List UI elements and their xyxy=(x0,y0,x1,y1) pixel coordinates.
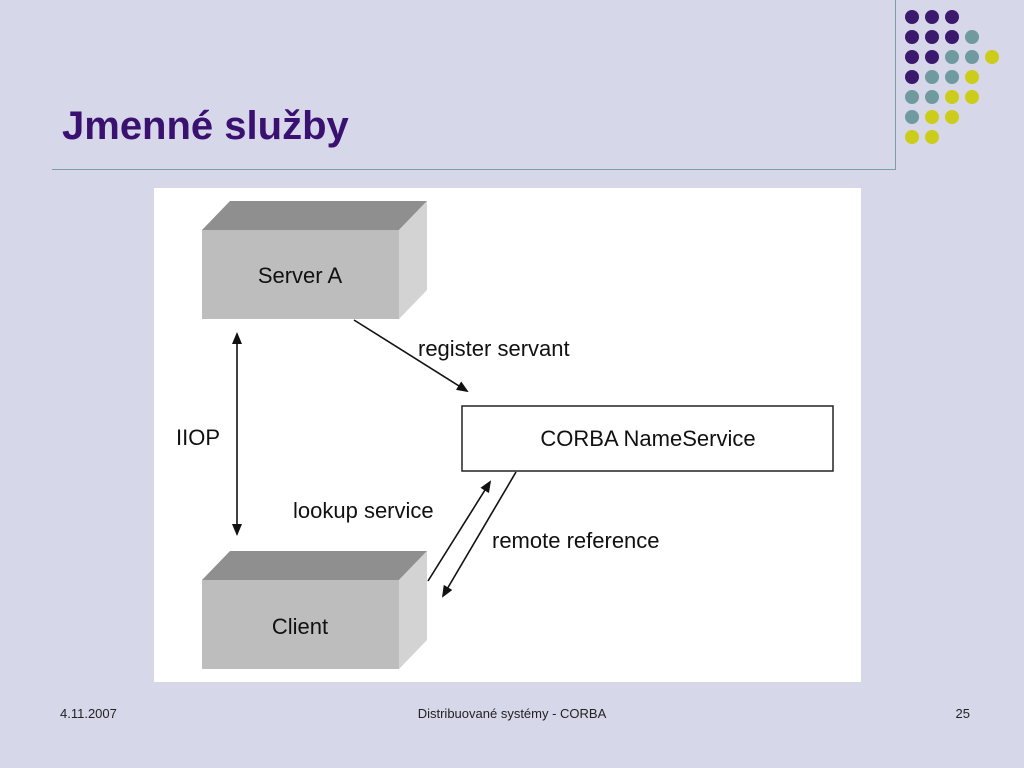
server-box-top xyxy=(202,201,427,230)
dot xyxy=(945,90,959,104)
register-servant-label: register servant xyxy=(418,336,570,361)
dot xyxy=(925,110,939,124)
server-a-label: Server A xyxy=(258,263,343,288)
header-vertical-divider xyxy=(895,0,896,170)
client-box-side xyxy=(399,551,427,669)
dot xyxy=(905,30,919,44)
server-a-box: Server A xyxy=(202,201,427,319)
register-servant-arrow xyxy=(353,319,469,393)
lookup-service-arrow xyxy=(427,480,492,582)
diagram-svg: Server A Client CORBA NameService IIOP r… xyxy=(176,201,834,669)
dot xyxy=(905,70,919,84)
nameservice-label: CORBA NameService xyxy=(540,426,755,451)
dot xyxy=(945,110,959,124)
dot xyxy=(985,50,999,64)
iiop-label: IIOP xyxy=(176,425,220,450)
dot xyxy=(925,70,939,84)
dot xyxy=(925,90,939,104)
server-box-face xyxy=(202,230,399,319)
title-divider xyxy=(52,169,896,170)
footer-date: 4.11.2007 xyxy=(60,706,117,721)
dot xyxy=(945,50,959,64)
nameservice-diagram: Server A Client CORBA NameService IIOP r… xyxy=(154,188,861,682)
decorative-dot-grid xyxy=(905,10,1015,150)
dot xyxy=(945,10,959,24)
remote-reference-label: remote reference xyxy=(492,528,660,553)
dot xyxy=(965,50,979,64)
dot xyxy=(965,70,979,84)
dot xyxy=(925,130,939,144)
remote-reference-arrow xyxy=(441,471,517,598)
lookup-service-label: lookup service xyxy=(293,498,434,523)
dot xyxy=(905,50,919,64)
client-label: Client xyxy=(272,614,328,639)
dot xyxy=(905,110,919,124)
client-box-top xyxy=(202,551,427,580)
server-box-side xyxy=(399,201,427,319)
dot xyxy=(905,10,919,24)
footer-page-number: 25 xyxy=(955,706,970,721)
dot xyxy=(905,130,919,144)
client-box: Client xyxy=(202,551,427,669)
dot xyxy=(925,10,939,24)
dot xyxy=(905,90,919,104)
slide-title: Jmenné služby xyxy=(62,104,349,148)
dot xyxy=(925,50,939,64)
client-box-face xyxy=(202,580,399,669)
nameservice-box: CORBA NameService xyxy=(461,405,834,472)
dot xyxy=(965,90,979,104)
dot xyxy=(965,30,979,44)
nameservice-box-frame xyxy=(461,405,834,472)
footer-title: Distribuované systémy - CORBA xyxy=(417,706,607,721)
dot xyxy=(945,70,959,84)
dot xyxy=(945,30,959,44)
dot xyxy=(925,30,939,44)
